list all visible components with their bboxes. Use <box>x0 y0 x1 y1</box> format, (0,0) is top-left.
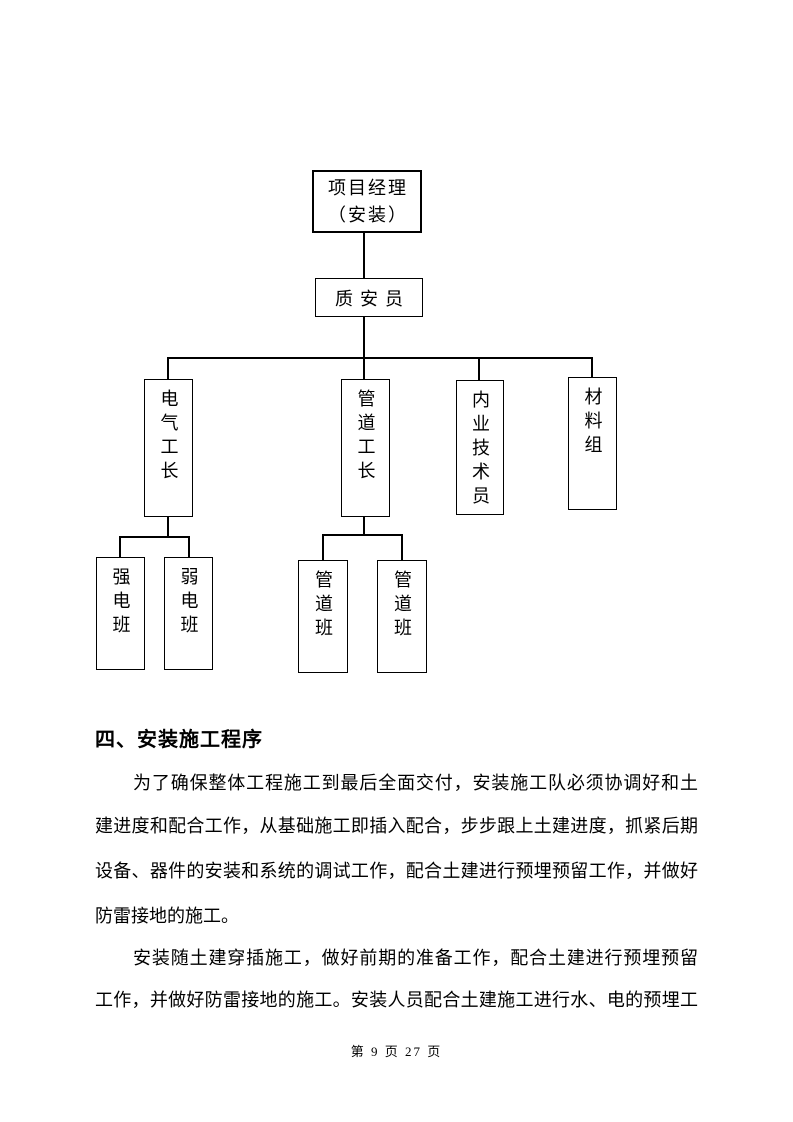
connector-line <box>363 317 365 358</box>
connector-line <box>478 357 480 381</box>
org-box-label: 管道班 <box>392 570 412 642</box>
connector-line <box>363 515 365 536</box>
org-box-pipe-team-2: 管道班 <box>377 560 427 673</box>
section-heading: 四、安装施工程序 <box>95 729 263 751</box>
org-box-office-technician: 内业技术员 <box>456 380 504 515</box>
paragraph-line: 为了确保整体工程施工到最后全面交付，安装施工队必须协调好和土 <box>133 773 698 793</box>
org-box-label: 管道班 <box>313 570 333 642</box>
connector-line <box>363 233 365 278</box>
org-box-pipe-foreman: 管道工长 <box>341 379 390 517</box>
connector-line <box>167 357 593 359</box>
org-box-pipe-team-1: 管道班 <box>298 560 348 673</box>
org-box-label: 管道工长 <box>355 389 376 485</box>
org-box-strong-electric-team: 强电班 <box>96 557 145 670</box>
paragraph-line: 防雷接地的施工。 <box>95 906 239 926</box>
org-box-label: 强电班 <box>110 567 131 639</box>
paragraph-line: 设备、器件的安装和系统的调试工作，配合土建进行预埋预留工作，并做好 <box>95 861 698 881</box>
org-box-label: 弱电班 <box>178 567 199 639</box>
paragraph-line: 建进度和配合工作，从基础施工即插入配合，步步跟上土建进度，抓紧后期 <box>95 816 698 836</box>
connector-line <box>167 357 169 380</box>
org-box-label: 材料组 <box>582 387 603 459</box>
connector-line <box>322 534 403 536</box>
page-footer: 第 9 页 27 页 <box>350 1044 443 1059</box>
org-box-quality-safety-officer: 质安员 <box>315 278 423 317</box>
org-box-weak-electric-team: 弱电班 <box>164 557 213 670</box>
connector-line <box>401 534 403 561</box>
connector-line <box>167 515 169 538</box>
org-box-material-group: 材料组 <box>568 377 617 510</box>
org-box-label: 质安员 <box>335 288 410 309</box>
connector-line <box>363 357 365 380</box>
connector-line <box>119 536 190 538</box>
connector-line <box>322 534 324 561</box>
paragraph-line: 工作，并做好防雷接地的施工。安装人员配合土建施工进行水、电的预埋工 <box>95 990 698 1010</box>
org-box-label: 电气工长 <box>158 389 179 485</box>
connector-line <box>591 357 593 378</box>
org-box-label: 内业技术员 <box>470 390 490 510</box>
connector-line <box>119 536 121 558</box>
org-box-project-manager: 项目经理 （安装） <box>312 170 422 233</box>
org-box-label: （安装） <box>328 204 408 225</box>
connector-line <box>188 536 190 558</box>
org-box-label: 项目经理 <box>328 177 408 198</box>
org-box-electrical-foreman: 电气工长 <box>144 379 193 517</box>
paragraph-line: 安装随土建穿插施工，做好前期的准备工作，配合土建进行预埋预留 <box>133 948 698 968</box>
